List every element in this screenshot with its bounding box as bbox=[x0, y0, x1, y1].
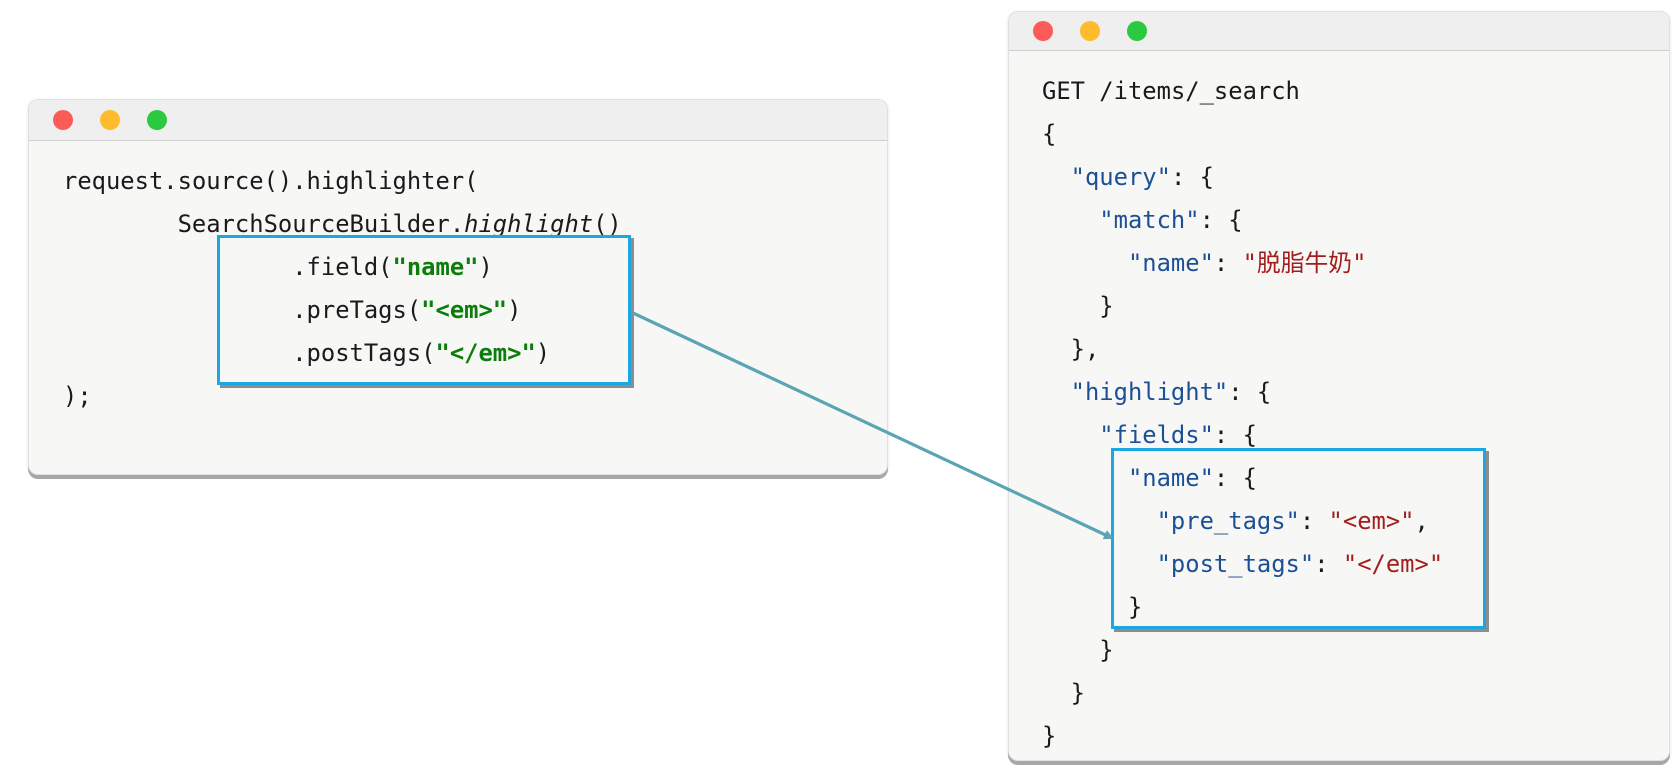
close-window-button[interactable] bbox=[53, 110, 73, 130]
code-line: } bbox=[1042, 586, 1669, 629]
json-key: "fields" bbox=[1099, 421, 1214, 449]
window-titlebar bbox=[29, 100, 887, 141]
json-string: "脱脂牛奶" bbox=[1242, 249, 1367, 277]
maximize-window-button[interactable] bbox=[147, 110, 167, 130]
json-key: "post_tags" bbox=[1156, 550, 1315, 578]
code-line: } bbox=[1042, 629, 1669, 672]
code-text: ) bbox=[507, 296, 522, 324]
punctuation: : bbox=[1299, 507, 1329, 535]
code-line: "name": "脱脂牛奶" bbox=[1042, 242, 1669, 285]
code-line: { bbox=[1042, 113, 1669, 156]
string-literal: "<em>" bbox=[421, 296, 508, 324]
code-text: ) bbox=[478, 253, 493, 281]
code-line: "post_tags": "</em>" bbox=[1042, 543, 1669, 586]
code-line: "fields": { bbox=[1042, 414, 1669, 457]
code-text: request.source().highlighter( bbox=[63, 167, 479, 195]
code-line: } bbox=[1042, 715, 1669, 758]
code-text: .field( bbox=[292, 253, 393, 281]
punctuation: { bbox=[1042, 120, 1057, 148]
code-line: "query": { bbox=[1042, 156, 1669, 199]
code-line: "match": { bbox=[1042, 199, 1669, 242]
punctuation: } bbox=[1099, 292, 1114, 320]
json-key: "name" bbox=[1127, 249, 1214, 277]
code-line: } bbox=[1042, 285, 1669, 328]
code-text: .preTags( bbox=[292, 296, 422, 324]
json-key: "name" bbox=[1127, 464, 1214, 492]
java-code-window: request.source().highlighter( SearchSour… bbox=[28, 99, 888, 475]
minimize-window-button[interactable] bbox=[1080, 21, 1100, 41]
code-line: } bbox=[1042, 672, 1669, 715]
code-line: "pre_tags": "<em>", bbox=[1042, 500, 1669, 543]
punctuation: : { bbox=[1213, 421, 1257, 449]
json-string: "</em>" bbox=[1342, 550, 1444, 578]
code-line: "highlight": { bbox=[1042, 371, 1669, 414]
punctuation: }, bbox=[1070, 335, 1100, 363]
code-line: .preTags("<em>") bbox=[63, 289, 887, 332]
punctuation: , bbox=[1414, 507, 1429, 535]
punctuation: : { bbox=[1228, 378, 1272, 406]
static-method-name: highlight bbox=[464, 210, 594, 238]
code-line: GET /items/_search bbox=[1042, 70, 1669, 113]
code-line: request.source().highlighter( bbox=[63, 160, 887, 203]
punctuation: : { bbox=[1170, 163, 1214, 191]
punctuation: } bbox=[1099, 636, 1114, 664]
dsl-highlight-callout-box bbox=[1111, 448, 1486, 629]
json-key: "pre_tags" bbox=[1156, 507, 1300, 535]
dsl-request-window: GET /items/_search { "query": { "match":… bbox=[1008, 11, 1670, 761]
json-string: "<em>" bbox=[1328, 507, 1415, 535]
code-line: }, bbox=[1042, 328, 1669, 371]
code-line: .postTags("</em>") bbox=[63, 332, 887, 375]
code-line: "name": { bbox=[1042, 457, 1669, 500]
punctuation: } bbox=[1070, 679, 1085, 707]
java-code-block: request.source().highlighter( SearchSour… bbox=[29, 160, 887, 418]
punctuation: : { bbox=[1213, 464, 1257, 492]
request-line: GET /items/_search bbox=[1042, 77, 1300, 105]
json-key: "match" bbox=[1099, 206, 1200, 234]
code-line: .field("name") bbox=[63, 246, 887, 289]
json-key: "query" bbox=[1070, 163, 1171, 191]
punctuation: } bbox=[1127, 593, 1143, 621]
maximize-window-button[interactable] bbox=[1127, 21, 1147, 41]
window-titlebar bbox=[1009, 12, 1669, 51]
minimize-window-button[interactable] bbox=[100, 110, 120, 130]
punctuation: : { bbox=[1199, 206, 1243, 234]
close-window-button[interactable] bbox=[1033, 21, 1053, 41]
code-text: .postTags( bbox=[292, 339, 436, 367]
code-line: SearchSourceBuilder.highlight() bbox=[63, 203, 887, 246]
code-line: ); bbox=[63, 375, 887, 418]
string-literal: "name" bbox=[392, 253, 479, 281]
string-literal: "</em>" bbox=[435, 339, 536, 367]
punctuation: : bbox=[1213, 249, 1243, 277]
dsl-code-block: GET /items/_search { "query": { "match":… bbox=[1009, 70, 1669, 758]
java-highlight-callout-box bbox=[217, 235, 631, 385]
code-text: () bbox=[593, 210, 622, 238]
punctuation: : bbox=[1314, 550, 1343, 578]
json-key: "highlight" bbox=[1070, 378, 1229, 406]
code-text: ) bbox=[535, 339, 551, 367]
code-text: SearchSourceBuilder. bbox=[177, 210, 465, 238]
code-text: ); bbox=[63, 382, 92, 410]
punctuation: } bbox=[1042, 722, 1057, 750]
